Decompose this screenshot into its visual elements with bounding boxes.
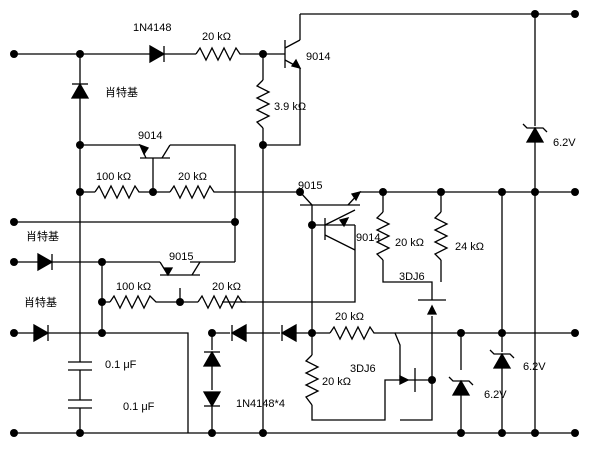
- diode-1n4148: [149, 44, 166, 64]
- label-q-9014-b: 9014: [356, 232, 380, 244]
- label-1n4148x4: 1N4148*4: [236, 398, 285, 410]
- label-r-100k-b: 100 kΩ: [116, 281, 151, 293]
- schottky-diode-3: [33, 323, 50, 343]
- label-schottky-1: 肖特基: [105, 85, 138, 99]
- resistor-20k-c: [197, 294, 246, 310]
- label-3dj6-a: 3DJ6: [399, 271, 425, 283]
- label-q-9015-b: 9015: [169, 251, 193, 263]
- label-r-20k-c: 20 kΩ: [212, 281, 241, 293]
- resistor-20k-top: [195, 46, 244, 62]
- label-zener-low: 6.2V: [484, 389, 507, 401]
- label-zener-mid: 6.2V: [523, 361, 546, 373]
- label-q-9014-top: 9014: [306, 51, 330, 63]
- resistor-100k-b: [109, 294, 160, 310]
- junction-dots: [10, 10, 579, 437]
- label-r-20k-d: 20 kΩ: [335, 311, 364, 323]
- label-r-3k9: 3.9 kΩ: [274, 101, 306, 113]
- jfet-3dj6-b: [399, 368, 416, 392]
- diode-chain-v2: [202, 391, 222, 408]
- label-r-20k-top: 20 kΩ: [202, 31, 231, 43]
- resistor-20k-a: [169, 184, 218, 200]
- transistor-9014-top: [284, 39, 302, 69]
- label-q-9015-a: 9015: [298, 180, 322, 192]
- capacitor-01uf-b: [68, 399, 92, 409]
- transistor-9014-b: [324, 209, 356, 251]
- transistor-9015-a: [299, 191, 362, 206]
- diode-chain-h2: [280, 323, 297, 343]
- label-r-20k-a: 20 kΩ: [178, 171, 207, 183]
- label-3dj6-b: 3DJ6: [350, 363, 376, 375]
- label-r-100k-a: 100 kΩ: [96, 171, 131, 183]
- transistor-9014-mid: [138, 143, 171, 159]
- label-1n4148: 1N4148: [133, 22, 172, 34]
- label-zener-top: 6.2V: [553, 137, 576, 149]
- transistor-9015-b: [159, 261, 201, 277]
- resistor-3k9: [255, 79, 271, 129]
- zener-6v2-mid: [489, 349, 515, 369]
- label-c-01uf-b: 0.1 μF: [123, 401, 155, 413]
- resistor-20k-d: [329, 325, 378, 341]
- schottky-diode-1: [70, 82, 90, 99]
- wiring: [14, 13, 575, 434]
- label-r-20k-e: 20 kΩ: [322, 376, 351, 388]
- jfet-3dj6-a: [418, 299, 446, 315]
- label-r-20k-b: 20 kΩ: [395, 237, 424, 249]
- resistor-20k-b: [375, 211, 391, 261]
- label-r-24k: 24 kΩ: [455, 241, 484, 253]
- zener-6v2-top: [522, 123, 548, 143]
- label-schottky-2: 肖特基: [26, 229, 59, 243]
- diode-chain-h1: [230, 323, 247, 343]
- resistor-20k-e: [304, 354, 320, 406]
- label-schottky-3: 肖特基: [24, 295, 57, 309]
- resistor-24k: [433, 211, 449, 261]
- resistor-100k-a: [94, 184, 143, 200]
- schottky-diode-2: [37, 252, 54, 272]
- component-labels: 1N4148 20 kΩ 9014 3.9 kΩ 肖特基 9014 100 kΩ…: [24, 22, 576, 413]
- diode-chain-v1: [202, 350, 222, 367]
- label-c-01uf-a: 0.1 μF: [105, 359, 137, 371]
- capacitor-01uf-a: [68, 361, 92, 371]
- label-q-9014-mid: 9014: [138, 130, 162, 142]
- zener-6v2-low: [448, 376, 474, 396]
